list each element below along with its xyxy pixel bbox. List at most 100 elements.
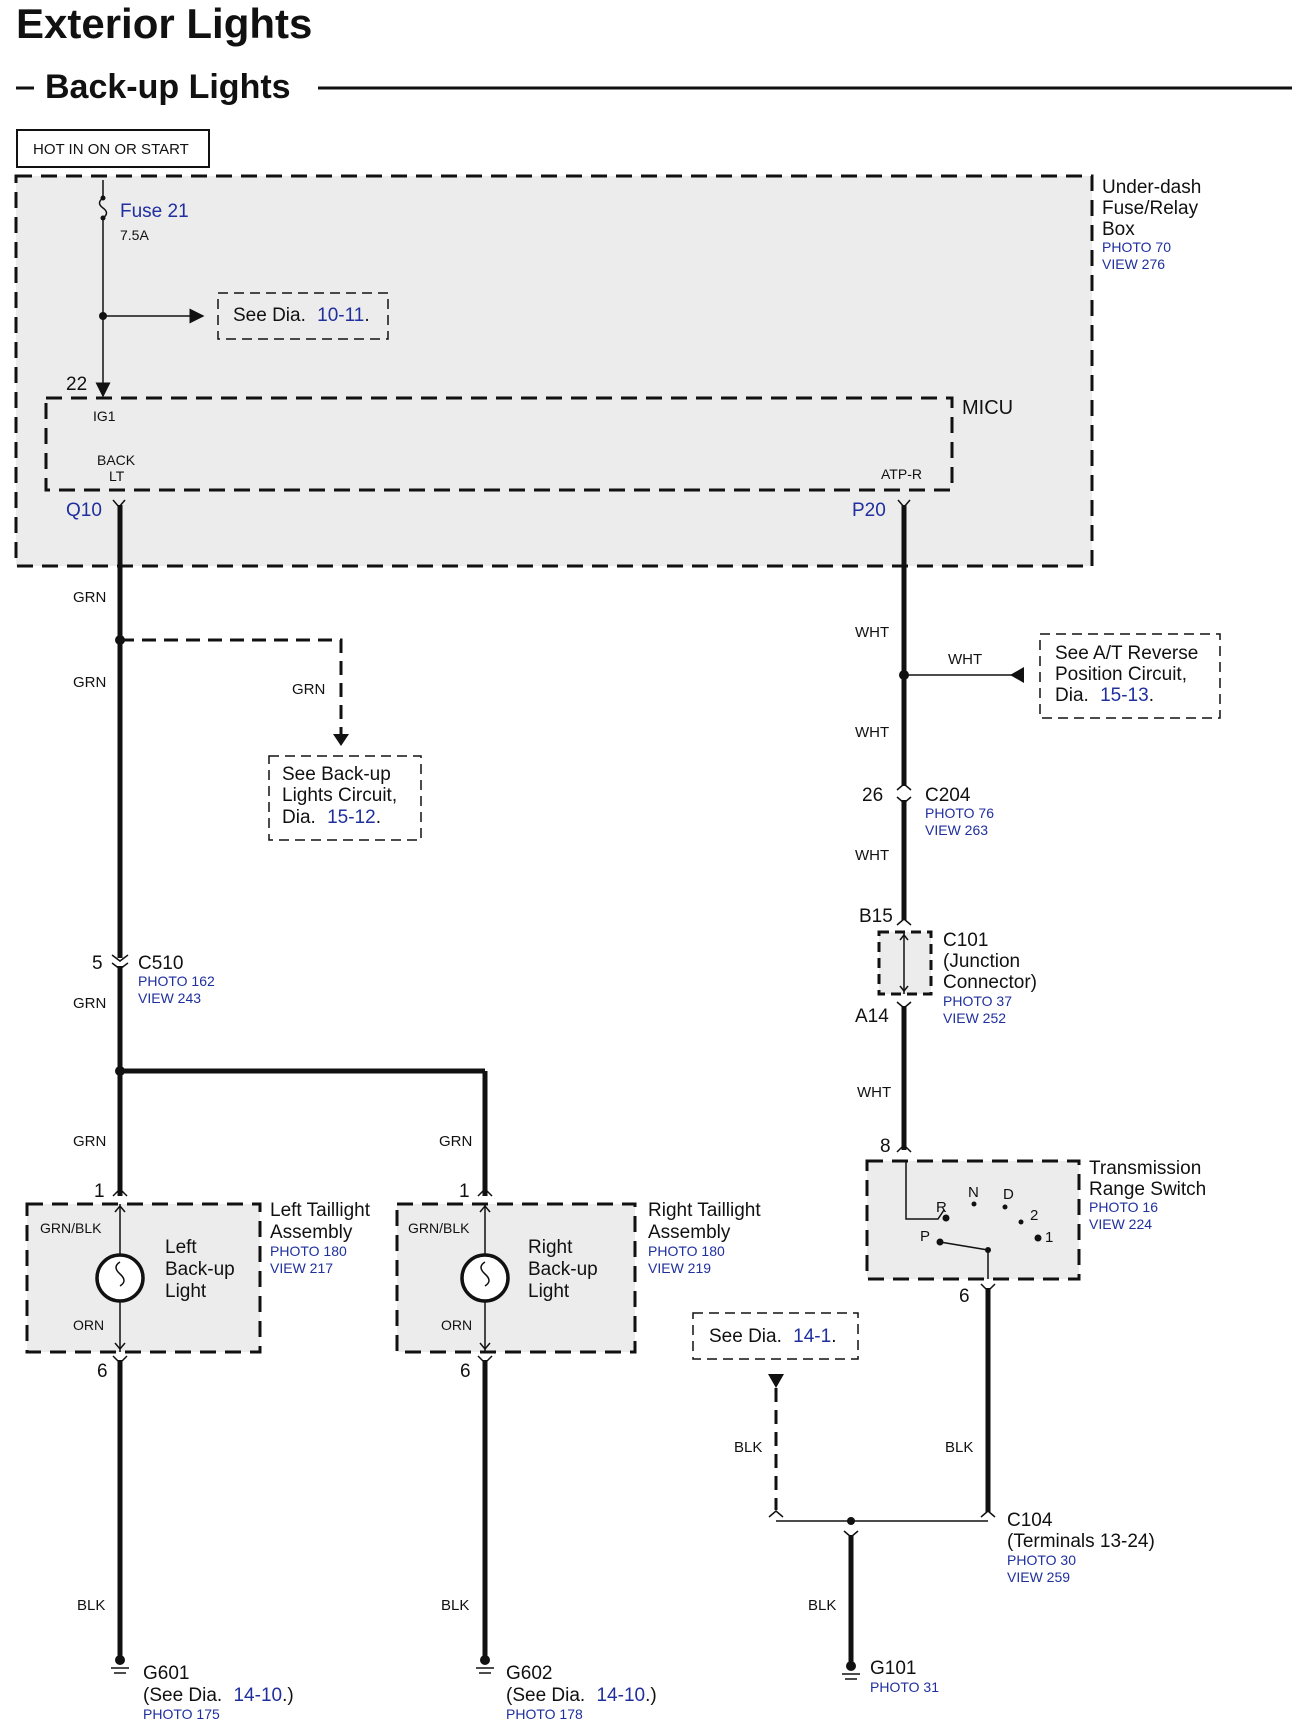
left-lamp-l3: Light (165, 1281, 207, 1302)
switch-pos-p: P (920, 1228, 930, 1245)
wire-label-wht-3: WHT (855, 847, 889, 864)
c104-name: C104 (1007, 1510, 1053, 1531)
c204-view: VIEW 263 (925, 822, 988, 838)
switch-pos-1: 1 (1045, 1229, 1053, 1246)
right-grn-blk-label: GRN/BLK (408, 1220, 470, 1236)
c510-photo: PHOTO 162 (138, 973, 215, 989)
wire-label-blk-switch: BLK (945, 1439, 973, 1456)
switch-view: VIEW 224 (1089, 1216, 1152, 1232)
left-assy-l2: Assembly (270, 1222, 353, 1243)
c101-name: C101 (943, 930, 988, 951)
micu-back-label: BACK (97, 452, 136, 468)
c101-line3: Connector) (943, 972, 1037, 993)
hot-label-box (16, 129, 210, 168)
g602-see-dia[interactable]: (See Dia. 14-10.) (506, 1685, 657, 1706)
c101-line2: (Junction (943, 951, 1020, 972)
wire-label-wht-4: WHT (857, 1084, 891, 1101)
g101-name: G101 (870, 1658, 916, 1679)
micu-atp-r-label: ATP-R (881, 466, 922, 482)
see-backup-line1: See Back-up (282, 764, 391, 785)
see-dia-14-1-box (692, 1312, 859, 1360)
left-lamp-l1: Left (165, 1237, 197, 1258)
under-dash-fuse-relay-box (14, 174, 1094, 568)
fuse-rating: 7.5A (120, 227, 149, 243)
g602-photo: PHOTO 178 (506, 1706, 583, 1722)
wire-label-blk-g101: BLK (808, 1597, 836, 1614)
micu-pin-p20: P20 (852, 500, 886, 521)
wire-label-wht-2: WHT (855, 724, 889, 741)
g101-photo: PHOTO 31 (870, 1679, 939, 1695)
micu-ig1: IG1 (93, 408, 116, 424)
micu-pin-22: 22 (66, 374, 87, 395)
switch-pos-r: R (936, 1199, 947, 1216)
fuse-box-name-3: Box (1102, 219, 1135, 240)
see-at-reverse-dia-link[interactable]: Dia. 15-13. (1055, 685, 1154, 706)
right-assy-view: VIEW 219 (648, 1260, 711, 1276)
right-orn-label: ORN (441, 1317, 472, 1333)
wire-label-blk-right: BLK (441, 1597, 469, 1614)
wire-label-grn-2: GRN (73, 674, 106, 691)
see-dia-10-11[interactable]: See Dia. 10-11. (233, 305, 370, 326)
right-lamp-l3: Light (528, 1281, 570, 1302)
transmission-range-switch-box (865, 1159, 1081, 1281)
right-assy-l1: Right Taillight (648, 1200, 761, 1221)
right-bulb-icon (460, 1253, 510, 1303)
see-at-reverse-line2: Position Circuit, (1055, 664, 1187, 685)
right-lamp-l1: Right (528, 1237, 573, 1258)
see-dia-10-11-box (217, 292, 389, 340)
switch-pos-d: D (1003, 1186, 1014, 1203)
c510-pin: 5 (92, 953, 103, 974)
see-dia-14-1[interactable]: See Dia. 14-1. (709, 1326, 836, 1347)
wire-label-grn-5: GRN (439, 1133, 472, 1150)
switch-pin-8: 8 (880, 1136, 891, 1157)
fuse-box-name-2: Fuse/Relay (1102, 198, 1199, 219)
left-bulb-icon (95, 1253, 145, 1303)
right-light-pin-6: 6 (460, 1361, 471, 1382)
c101-pin-a14: A14 (855, 1006, 889, 1027)
hot-label: HOT IN ON OR START (33, 141, 189, 158)
wire-label-grn-1: GRN (73, 589, 106, 606)
left-light-pin-1: 1 (94, 1181, 105, 1202)
c510-name: C510 (138, 953, 183, 974)
left-grn-blk-label: GRN/BLK (40, 1220, 102, 1236)
switch-pos-2: 2 (1030, 1207, 1038, 1224)
right-light-pin-1: 1 (459, 1181, 470, 1202)
switch-name-l2: Range Switch (1089, 1179, 1206, 1200)
page-title: Exterior Lights (16, 0, 312, 47)
g601-name: G601 (143, 1663, 189, 1684)
c101-pin-b15: B15 (859, 906, 893, 927)
wire-label-blk-left: BLK (77, 1597, 105, 1614)
left-orn-label: ORN (73, 1317, 104, 1333)
fuse-box-name-1: Under-dash (1102, 177, 1201, 198)
g602-name: G602 (506, 1663, 552, 1684)
left-assy-view: VIEW 217 (270, 1260, 333, 1276)
micu-box (44, 396, 954, 492)
g601-see-dia[interactable]: (See Dia. 14-10.) (143, 1685, 294, 1706)
c104-photo: PHOTO 30 (1007, 1552, 1076, 1568)
c101-photo: PHOTO 37 (943, 993, 1012, 1009)
see-backup-dia-link[interactable]: Dia. 15-12. (282, 807, 381, 828)
g601-photo: PHOTO 175 (143, 1706, 220, 1722)
micu-lt-label: LT (109, 468, 125, 484)
switch-contact-line (905, 1161, 945, 1220)
c101-box (877, 930, 933, 996)
c204-pin: 26 (862, 785, 883, 806)
wire-label-grn-branch: GRN (292, 681, 325, 698)
wire-label-wht-branch: WHT (948, 651, 982, 668)
fuse-box-view: VIEW 276 (1102, 256, 1165, 272)
wire-label-grn-4: GRN (73, 1133, 106, 1150)
fuse-box-photo: PHOTO 70 (1102, 239, 1171, 255)
see-at-reverse-line1: See A/T Reverse (1055, 643, 1198, 664)
c510-view: VIEW 243 (138, 990, 201, 1006)
page-subtitle: Back-up Lights (45, 68, 291, 106)
switch-photo: PHOTO 16 (1089, 1199, 1158, 1215)
see-at-reverse-box (1039, 633, 1221, 719)
c104-view: VIEW 259 (1007, 1569, 1070, 1585)
right-assy-photo: PHOTO 180 (648, 1243, 725, 1259)
micu-name: MICU (962, 397, 1013, 419)
see-backup-circuit-box (268, 755, 422, 841)
right-lamp-l2: Back-up (528, 1259, 598, 1280)
left-assy-l1: Left Taillight (270, 1200, 371, 1221)
right-assy-l2: Assembly (648, 1222, 731, 1243)
